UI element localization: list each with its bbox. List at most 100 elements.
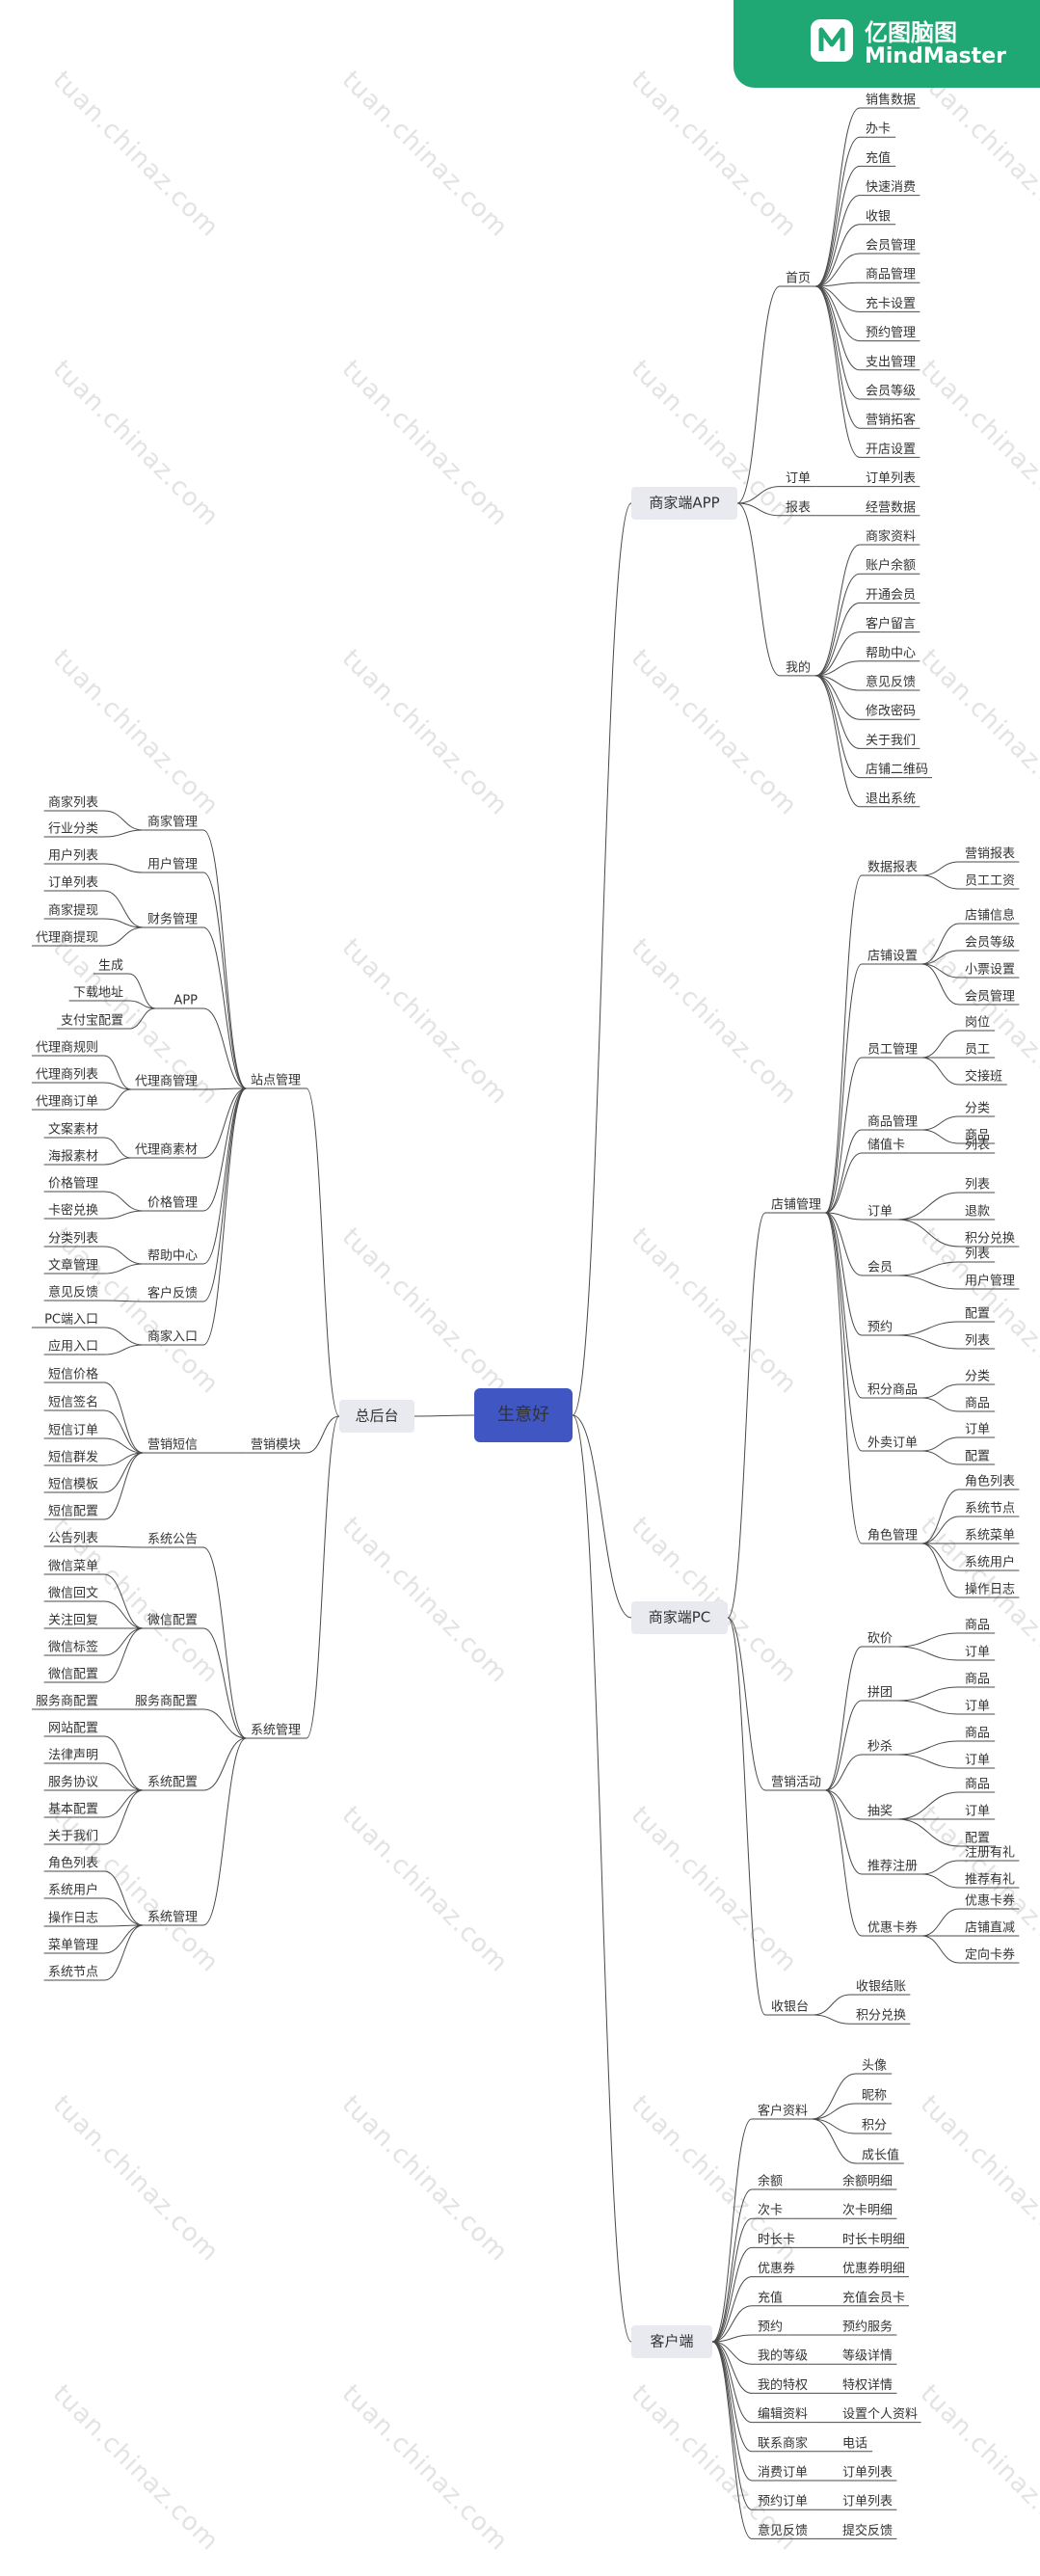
topic-label[interactable]: 分类列表 <box>48 1232 98 1247</box>
topic-label[interactable]: 优惠卡券 <box>965 1893 1015 1909</box>
topic-label[interactable]: 客户反馈 <box>147 1286 198 1301</box>
topic-label[interactable]: 报表 <box>786 500 811 515</box>
topic-label[interactable]: 商家入口 <box>147 1329 198 1345</box>
topic-label[interactable]: 订单 <box>786 471 811 486</box>
topic-label[interactable]: 代理商素材 <box>135 1143 198 1158</box>
topic-label[interactable]: 积分商品 <box>867 1383 918 1398</box>
topic-label[interactable]: 店铺二维码 <box>866 763 928 777</box>
topic-label[interactable]: 商家资料 <box>866 529 916 545</box>
topic-label[interactable]: 收银结账 <box>856 1980 906 1995</box>
topic-label[interactable]: 员工管理 <box>867 1043 918 1058</box>
topic-label[interactable]: 微信配置 <box>48 1668 98 1682</box>
topic-label[interactable]: APP <box>173 994 198 1008</box>
topic-label[interactable]: 快速消费 <box>866 180 916 195</box>
topic-label[interactable]: 砍价 <box>867 1632 893 1647</box>
topic-label[interactable]: 商家列表 <box>48 795 98 811</box>
topic-label[interactable]: 充值 <box>758 2290 783 2305</box>
topic-label[interactable]: 订单列表 <box>866 471 916 486</box>
topic-label[interactable]: 卡密兑换 <box>48 1203 98 1219</box>
topic-label[interactable]: 关于我们 <box>48 1830 98 1844</box>
topic-label[interactable]: 列表 <box>965 1178 990 1193</box>
branch-node[interactable] <box>631 2325 712 2358</box>
topic-label[interactable]: 订单 <box>965 1805 990 1819</box>
topic-label[interactable]: 收银 <box>866 209 891 224</box>
topic-label[interactable]: 外卖订单 <box>867 1436 918 1451</box>
topic-label[interactable]: 网站配置 <box>48 1722 98 1736</box>
topic-label[interactable]: 短信群发 <box>48 1450 98 1465</box>
topic-label[interactable]: 经营数据 <box>866 500 916 515</box>
topic-label[interactable]: 预约管理 <box>866 326 916 340</box>
topic-label[interactable]: 店铺管理 <box>771 1198 821 1213</box>
topic-label[interactable]: 服务协议 <box>48 1775 98 1790</box>
topic-label[interactable]: 预约服务 <box>842 2320 893 2335</box>
branch-node[interactable] <box>631 487 737 520</box>
topic-label[interactable]: 商品 <box>965 1397 990 1411</box>
topic-label[interactable]: 编辑资料 <box>758 2407 808 2422</box>
topic-label[interactable]: 生成 <box>98 959 123 974</box>
branch-node[interactable] <box>631 1601 728 1634</box>
topic-label[interactable]: 订单 <box>965 1646 990 1660</box>
topic-label[interactable]: 商家管理 <box>147 815 198 830</box>
topic-label[interactable]: 营销报表 <box>965 847 1015 862</box>
topic-label[interactable]: 会员等级 <box>866 384 916 399</box>
topic-label[interactable]: 商家端PC <box>649 1609 711 1626</box>
topic-label[interactable]: 次卡 <box>758 2203 783 2218</box>
topic-label[interactable]: 配置 <box>965 1450 990 1464</box>
topic-label[interactable]: 微信菜单 <box>48 1560 98 1574</box>
topic-label[interactable]: 订单列表 <box>842 2495 893 2509</box>
topic-label[interactable]: 系统用户 <box>48 1883 98 1898</box>
topic-label[interactable]: 商品 <box>965 1727 990 1741</box>
topic-label[interactable]: 积分兑换 <box>856 2009 906 2024</box>
topic-label[interactable]: 商家端APP <box>649 495 719 512</box>
topic-label[interactable]: 用户管理 <box>965 1274 1015 1289</box>
topic-label[interactable]: 推荐注册 <box>867 1860 918 1874</box>
topic-label[interactable]: 注册有礼 <box>965 1845 1015 1861</box>
topic-label[interactable]: 收银台 <box>771 2000 809 2015</box>
topic-label[interactable]: 会员管理 <box>965 990 1015 1005</box>
topic-label[interactable]: 订单列表 <box>48 876 98 891</box>
topic-label[interactable]: 头像 <box>862 2059 887 2074</box>
topic-label[interactable]: 意见反馈 <box>48 1285 98 1301</box>
topic-label[interactable]: 分类 <box>965 1370 990 1384</box>
topic-label[interactable]: 配置 <box>965 1832 990 1846</box>
topic-label[interactable]: 基本配置 <box>48 1803 98 1817</box>
topic-label[interactable]: 办卡 <box>866 122 891 137</box>
topic-label[interactable]: 商品 <box>965 1129 990 1143</box>
topic-label[interactable]: 积分 <box>862 2119 887 2133</box>
topic-label[interactable]: 修改密码 <box>866 704 916 719</box>
topic-label[interactable]: 代理商订单 <box>36 1095 98 1110</box>
topic-label[interactable]: 店铺信息 <box>965 908 1015 924</box>
topic-label[interactable]: 服务商配置 <box>36 1694 98 1709</box>
topic-label[interactable]: 支出管理 <box>866 355 916 369</box>
topic-label[interactable]: 退款 <box>965 1205 990 1220</box>
topic-label[interactable]: 系统菜单 <box>965 1529 1015 1543</box>
topic-label[interactable]: 帮助中心 <box>147 1249 198 1264</box>
topic-label[interactable]: 客户资料 <box>758 2104 808 2119</box>
root-node[interactable] <box>474 1388 573 1442</box>
topic-label[interactable]: 系统管理 <box>147 1911 198 1925</box>
topic-label[interactable]: 员工工资 <box>965 874 1015 889</box>
topic-label[interactable]: 会员 <box>867 1261 893 1275</box>
topic-label[interactable]: 我的 <box>786 659 811 675</box>
topic-label[interactable]: 营销短信 <box>147 1438 198 1453</box>
topic-label[interactable]: 营销拓客 <box>866 413 916 428</box>
topic-label[interactable]: 应用入口 <box>48 1339 98 1355</box>
topic-label[interactable]: 商品 <box>965 1619 990 1633</box>
topic-label[interactable]: 意见反馈 <box>866 675 916 690</box>
topic-label[interactable]: PC端入口 <box>44 1313 98 1328</box>
topic-label[interactable]: 代理商规则 <box>36 1041 98 1056</box>
topic-label[interactable]: 优惠卡券 <box>867 1920 918 1936</box>
topic-label[interactable]: 系统公告 <box>147 1533 198 1547</box>
topic-label[interactable]: 菜单管理 <box>48 1939 98 1953</box>
topic-label[interactable]: 帮助中心 <box>866 646 916 660</box>
topic-label[interactable]: 设置个人资料 <box>842 2407 918 2422</box>
topic-label[interactable]: 退出系统 <box>866 792 916 806</box>
topic-label[interactable]: 关于我们 <box>866 734 916 748</box>
topic-label[interactable]: 抽奖 <box>867 1805 893 1819</box>
topic-label[interactable]: 操作日志 <box>48 1911 98 1926</box>
topic-label[interactable]: 客户端 <box>650 2333 693 2350</box>
topic-label[interactable]: 电话 <box>842 2436 867 2451</box>
topic-label[interactable]: 角色管理 <box>867 1528 918 1543</box>
topic-label[interactable]: 预约 <box>867 1321 893 1335</box>
topic-label[interactable]: 订单 <box>965 1754 990 1768</box>
